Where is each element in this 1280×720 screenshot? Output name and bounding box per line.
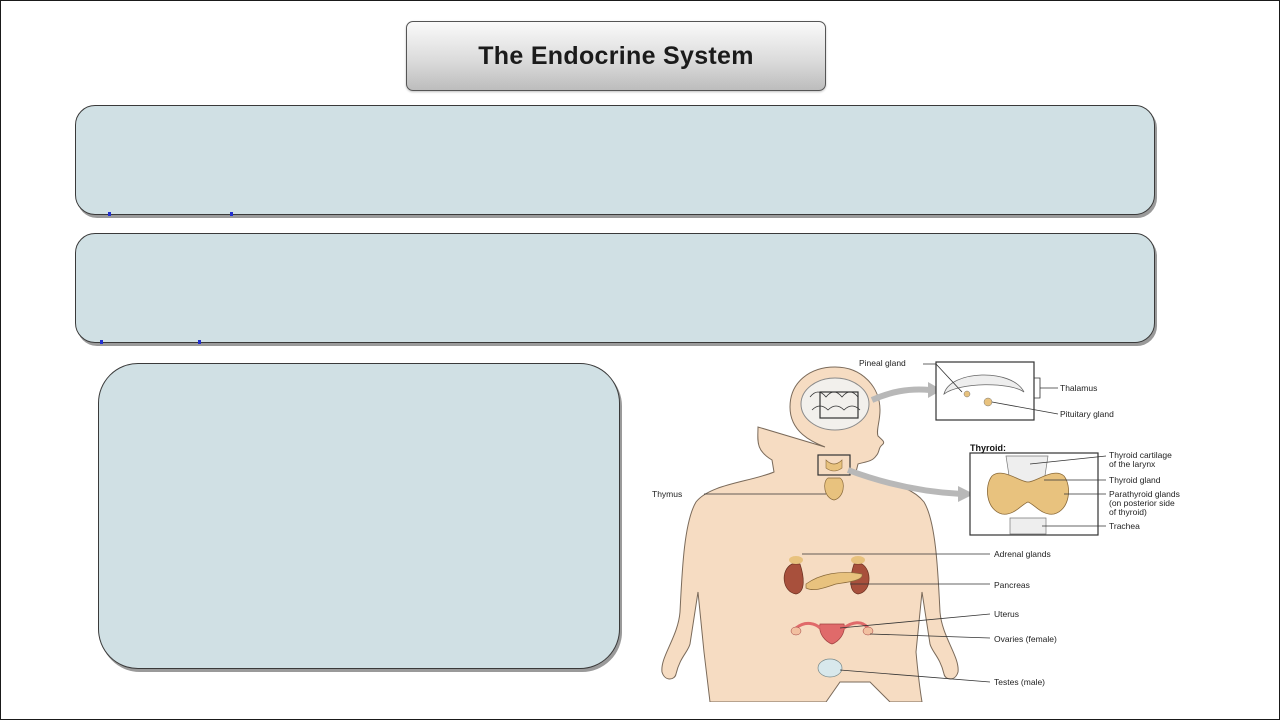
label-thyroid-gland: Thyroid gland bbox=[1109, 475, 1161, 485]
label-parathyroid-3: of thyroid) bbox=[1109, 507, 1147, 517]
kidney-left bbox=[783, 563, 804, 595]
label-ovaries: Ovaries (female) bbox=[994, 634, 1057, 644]
testes bbox=[817, 658, 843, 678]
label-pancreas: Pancreas bbox=[994, 580, 1030, 590]
text-panel-1[interactable] bbox=[75, 105, 1155, 215]
handle-marker bbox=[100, 340, 103, 344]
label-pituitary-gland: Pituitary gland bbox=[1060, 409, 1114, 419]
label-parathyroid-2: (on posterior side bbox=[1109, 498, 1175, 508]
text-panel-3[interactable] bbox=[98, 363, 620, 669]
brain-highlight-box bbox=[819, 391, 859, 419]
label-thalamus: Thalamus bbox=[1060, 383, 1097, 393]
uterus bbox=[819, 623, 845, 645]
label-thyroid-cartilage-1: Thyroid cartilage bbox=[1109, 450, 1172, 460]
handle-marker bbox=[198, 340, 201, 344]
arrow-brain bbox=[870, 386, 931, 403]
label-uterus: Uterus bbox=[994, 609, 1019, 619]
title-box: The Endocrine System bbox=[406, 21, 826, 91]
text-panel-2[interactable] bbox=[75, 233, 1155, 343]
brain bbox=[800, 377, 870, 431]
label-trachea: Trachea bbox=[1109, 521, 1140, 531]
endocrine-diagram: Pineal gland Thalamus Pituitary gland Th… bbox=[652, 358, 1180, 702]
neck-highlight-box bbox=[817, 454, 851, 476]
label-adrenal-glands: Adrenal glands bbox=[994, 549, 1051, 559]
label-parathyroid-1: Parathyroid glands bbox=[1109, 489, 1180, 499]
handle-marker bbox=[108, 212, 111, 216]
slide-title: The Endocrine System bbox=[478, 41, 754, 70]
arrow-thyroid bbox=[846, 467, 963, 497]
label-thyroid-heading: Thyroid: bbox=[970, 443, 1006, 453]
label-pineal-gland: Pineal gland bbox=[859, 358, 906, 368]
handle-marker bbox=[230, 212, 233, 216]
body-silhouette bbox=[661, 366, 959, 702]
label-thymus: Thymus bbox=[652, 489, 682, 499]
label-testes: Testes (male) bbox=[994, 677, 1045, 687]
thymus bbox=[824, 477, 844, 501]
kidney-right bbox=[850, 563, 870, 595]
pancreas bbox=[805, 572, 863, 590]
label-thyroid-cartilage-2: of the larynx bbox=[1109, 459, 1156, 469]
brain-inset bbox=[935, 361, 1035, 421]
